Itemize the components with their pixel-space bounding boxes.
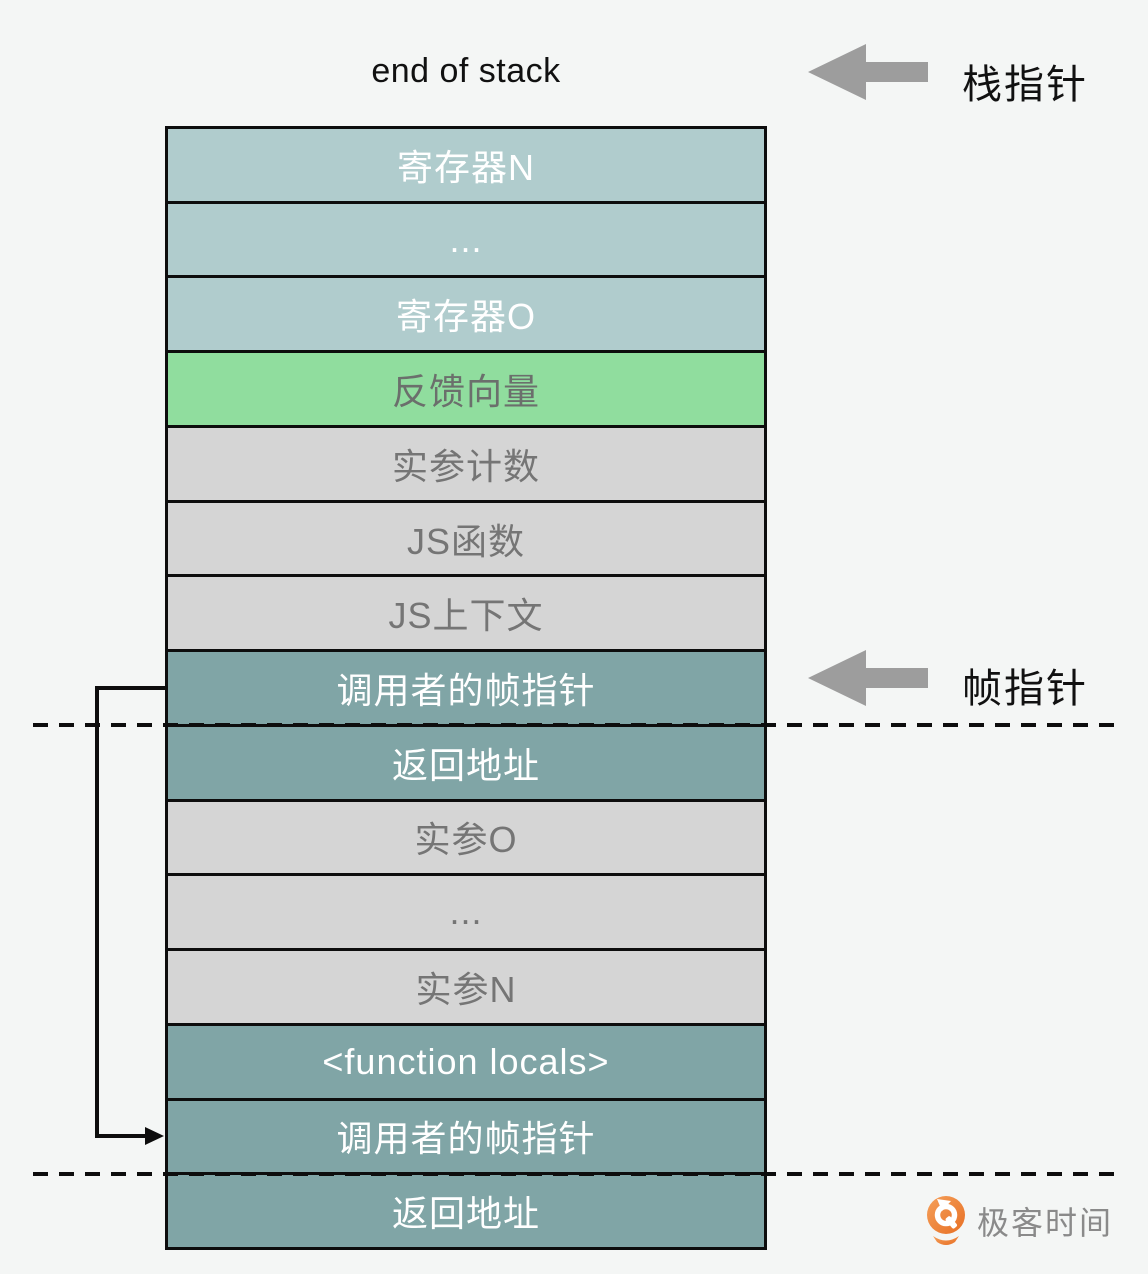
stack-row-1: ... xyxy=(168,203,764,276)
stack-row-12: <function locals> xyxy=(168,1025,764,1098)
stack-row-9: 实参O xyxy=(168,801,764,874)
stack-row-label: 寄存器N xyxy=(397,146,535,188)
frame-pointer-arrow-icon xyxy=(808,650,928,706)
stack-row-label: 返回地址 xyxy=(391,744,540,786)
brand-logo: 极客时间 xyxy=(924,1194,1113,1248)
stack-row-3: 反馈向量 xyxy=(168,353,764,425)
stack-row-label: 调用者的帧指针 xyxy=(336,1118,596,1160)
stack-row-label: 实参O xyxy=(414,819,518,861)
stack-row-4: 实参计数 xyxy=(168,427,764,500)
brand-logo-text: 极客时间 xyxy=(977,1205,1114,1241)
stack-row-0: 寄存器N xyxy=(168,129,764,201)
stack-row-label: JS上下文 xyxy=(388,595,544,637)
stack-row-label: 实参N xyxy=(415,968,517,1010)
stack-row-7: 调用者的帧指针 xyxy=(168,652,764,724)
frame-pointer-link-arrowhead xyxy=(145,1127,164,1145)
stack-row-14: 返回地址 xyxy=(168,1175,764,1248)
stack-row-6: JS上下文 xyxy=(168,577,764,650)
stack-row-5: JS函数 xyxy=(168,502,764,575)
end-of-stack-title: end of stack xyxy=(371,52,561,90)
stack-row-label: 实参计数 xyxy=(391,445,540,487)
stack-row-13: 调用者的帧指针 xyxy=(168,1100,764,1173)
stack-pointer-label: 栈指针 xyxy=(962,63,1088,107)
stack-row-label: 寄存器O xyxy=(395,296,536,338)
stack-row-2: 寄存器O xyxy=(168,278,764,351)
stack-row-10: ... xyxy=(168,876,764,949)
frame-pointer-label: 帧指针 xyxy=(962,667,1088,711)
stack-row-8: 返回地址 xyxy=(168,726,764,799)
stack-row-label: ... xyxy=(449,891,483,933)
stack-row-label: 调用者的帧指针 xyxy=(336,670,596,711)
stack-row-label: <function locals> xyxy=(322,1040,610,1082)
stack-row-label: 返回地址 xyxy=(391,1193,540,1235)
stack-row-label: 反馈向量 xyxy=(391,371,540,413)
stack-row-11: 实参N xyxy=(168,951,764,1023)
stack-row-label: JS函数 xyxy=(406,520,525,562)
stack-row-label: ... xyxy=(449,218,483,260)
geek-time-logo-icon xyxy=(927,1196,965,1245)
stack-pointer-arrow-icon xyxy=(808,44,928,100)
frame-pointer-link-line xyxy=(95,686,166,1138)
